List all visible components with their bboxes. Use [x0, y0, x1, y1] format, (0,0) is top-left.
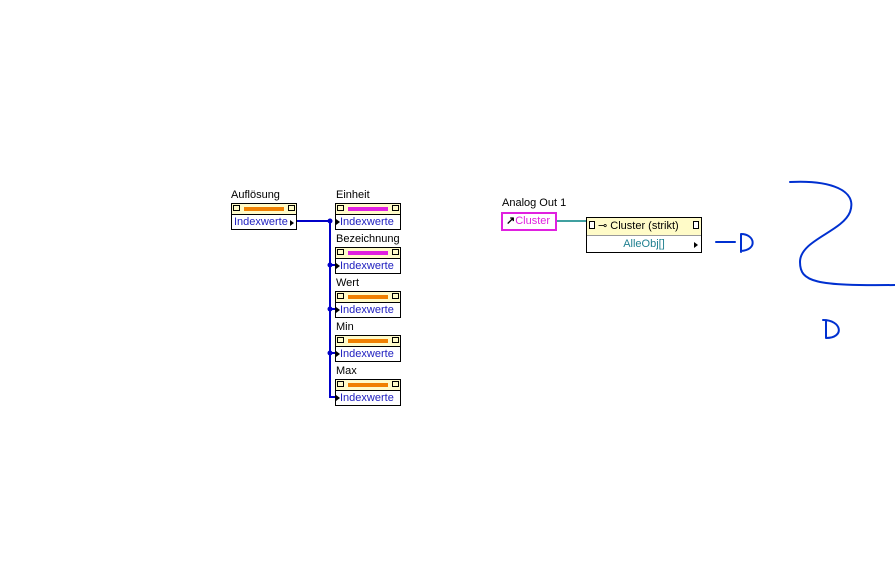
input-terminal-icon: [336, 263, 340, 270]
error-terminal-icon: [288, 205, 295, 211]
error-terminal-icon: [392, 249, 399, 255]
target-node[interactable]: Indexwerte: [335, 291, 401, 318]
target-node-label: Einheit: [336, 189, 370, 201]
input-terminal-icon: [336, 307, 340, 314]
type-bar: [244, 207, 284, 211]
type-bar: [348, 207, 388, 211]
target-node-label: Max: [336, 365, 357, 377]
wire-junction: [327, 218, 333, 224]
type-bar: [348, 295, 388, 299]
output-terminal-icon: [290, 220, 294, 226]
error-terminal-icon: [337, 337, 344, 343]
property-node[interactable]: ⊸ Cluster (strikt) AlleObj[]: [586, 217, 702, 253]
scribble-d: [822, 319, 840, 339]
error-terminal-icon: [392, 337, 399, 343]
wire-junction: [327, 306, 333, 312]
scribble-two: [789, 180, 895, 287]
source-node[interactable]: Indexwerte: [231, 203, 297, 230]
output-terminal-icon: [694, 242, 698, 248]
error-terminal-icon: [337, 381, 344, 387]
type-bar: [348, 383, 388, 387]
reference-label: Analog Out 1: [502, 197, 567, 209]
target-node-label: Wert: [336, 277, 360, 289]
error-terminal-icon: [337, 205, 344, 211]
wire-junction: [327, 350, 333, 356]
scribble-arrow: [715, 233, 754, 253]
cluster-reference[interactable]: ↗Cluster: [501, 212, 557, 231]
class-icon: ⊸: [598, 220, 608, 232]
target-node[interactable]: Indexwerte: [335, 203, 401, 230]
wire-junction: [327, 262, 333, 268]
document-icon: [589, 221, 595, 229]
error-terminal-icon: [337, 293, 344, 299]
type-bar: [348, 339, 388, 343]
target-node-label: Bezeichnung: [336, 233, 400, 245]
target-node[interactable]: Indexwerte: [335, 335, 401, 362]
input-terminal-icon: [336, 395, 340, 402]
input-terminal-icon: [336, 219, 340, 226]
error-terminal-icon: [392, 381, 399, 387]
input-terminal-icon: [336, 351, 340, 358]
type-bar: [348, 251, 388, 255]
handwritten-scribbles: [715, 180, 895, 339]
error-terminal-icon: [392, 293, 399, 299]
target-node-label: Min: [336, 321, 354, 333]
error-terminal-icon: [233, 205, 240, 211]
target-node[interactable]: Indexwerte: [335, 247, 401, 274]
source-node-label: Auflösung: [231, 189, 280, 201]
document-icon: [693, 221, 699, 229]
property-row[interactable]: AlleObj[]: [587, 236, 701, 252]
reference-arrow-icon: ↗: [506, 215, 516, 227]
error-terminal-icon: [392, 205, 399, 211]
target-node[interactable]: Indexwerte: [335, 379, 401, 406]
error-terminal-icon: [337, 249, 344, 255]
